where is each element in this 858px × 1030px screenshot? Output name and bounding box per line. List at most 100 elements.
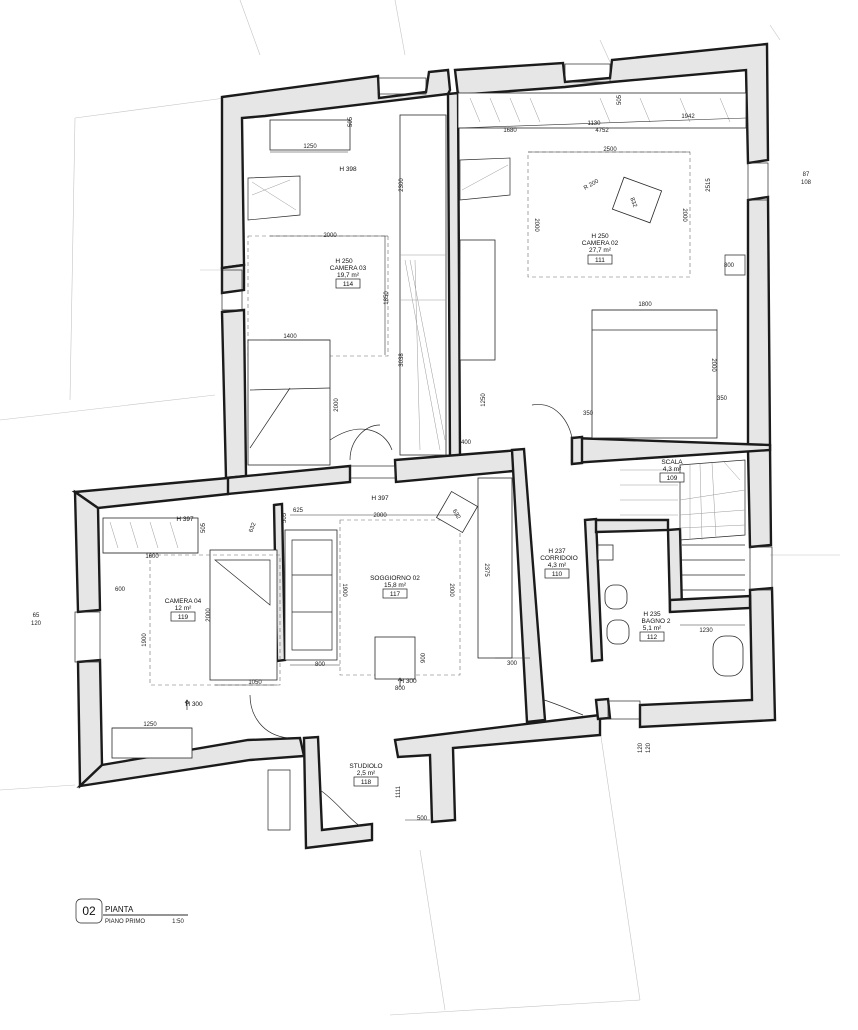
dim-label: 800	[315, 662, 326, 668]
room-scala: SCALA 4,3 m² 109	[659, 459, 685, 483]
wc	[604, 584, 628, 610]
wall-camera02-east	[746, 195, 772, 449]
washbasin	[712, 635, 744, 677]
wall-bath-east	[746, 445, 773, 549]
room-name: SCALA	[661, 459, 683, 466]
site-lines	[0, 0, 840, 1016]
room-area: 27,7 m²	[589, 247, 612, 254]
camera02-wardrobe	[457, 92, 747, 129]
wall-lower-south	[76, 736, 306, 788]
dim-label: 2000	[206, 608, 212, 622]
dim-label: 600	[115, 587, 126, 593]
wall-camera03-west-lower	[220, 308, 248, 480]
dim-label: 2000	[323, 233, 337, 239]
dim-label: 2300	[399, 178, 405, 192]
dim-label: 632	[249, 521, 258, 533]
room-bagno-2: H 235 BAGNO 2 5,1 m² 112	[639, 611, 671, 642]
room-corridoio: H 237 CORRIDOIO 4,3 m² 110	[540, 548, 578, 579]
room-soggiorno-02: SOGGIORNO 02 15,8 m² 117	[370, 575, 420, 599]
height-marker: H 300	[185, 701, 203, 708]
dim-label: 1230	[699, 628, 713, 634]
room-height: H 250	[591, 233, 609, 240]
room-code: 119	[178, 614, 189, 621]
room-name: CAMERA 03	[330, 265, 367, 272]
wall-corridor-west	[510, 447, 547, 724]
dim-label: 1250	[303, 144, 317, 150]
stair	[620, 459, 746, 591]
dim-label: 1250	[143, 722, 157, 728]
dim-label: 1942	[681, 114, 695, 120]
height-marker: H 398	[339, 166, 357, 173]
walls	[71, 42, 777, 850]
room-area: 2,5 m²	[357, 770, 376, 777]
dim-label: 120	[638, 742, 644, 753]
room-name: STUDIOLO	[349, 763, 382, 770]
room-code: 117	[390, 591, 401, 598]
shower	[597, 544, 614, 561]
dim-label: 120	[31, 621, 42, 627]
dim-label: 2515	[706, 178, 712, 192]
dim-label: 4752	[595, 128, 609, 134]
wall-camera03-west	[220, 263, 246, 295]
room-height: H 237	[548, 548, 566, 555]
dim-label: 65	[33, 613, 40, 619]
title-block: 02 PIANTA PIANO PRIMO 1:50	[75, 898, 188, 925]
room-camera-02: H 250 CAMERA 02 27,7 m² 111	[582, 233, 619, 265]
bidet	[606, 619, 630, 645]
wall-bath-west	[583, 517, 604, 663]
dimension-lines	[103, 117, 747, 821]
camera04-desk	[111, 727, 193, 759]
wall-studiolo-east	[393, 713, 602, 824]
room-name: SOGGIORNO 02	[370, 575, 420, 582]
room-camera-04: CAMERA 04 12 m² 119	[165, 598, 202, 622]
dim-label: 2000	[448, 583, 454, 597]
room-name: BAGNO 2	[642, 618, 671, 625]
wall-stair-north	[594, 518, 670, 534]
dim-label: R 200	[583, 178, 600, 192]
dim-label: 400	[461, 440, 472, 446]
wall-corridor-east	[570, 435, 584, 466]
dim-label: 505	[348, 116, 354, 127]
dim-label: 2000	[334, 398, 340, 412]
sheet-number-box	[75, 898, 103, 924]
room-studiolo: STUDIOLO 2,5 m² 118	[349, 763, 383, 787]
camera02-desk	[459, 239, 496, 361]
dim-label: 2000	[373, 513, 387, 519]
dim-label: 1600	[145, 554, 159, 560]
room-area: 12 m²	[175, 605, 192, 612]
room-height: H 250	[335, 258, 353, 265]
room-name: CAMERA 02	[582, 240, 619, 247]
dim-label: 1111	[396, 785, 402, 798]
sheet-number: 02	[82, 904, 96, 918]
dim-label: 350	[583, 411, 594, 417]
camera03-wardrobe	[399, 114, 447, 456]
dim-label: 2000	[533, 218, 539, 232]
dim-label: 1900	[341, 583, 347, 597]
height-marker: H 397	[371, 495, 389, 502]
dim-label: 2375	[483, 563, 489, 577]
dim-label: 108	[801, 180, 812, 186]
dim-label: 1900	[142, 633, 148, 647]
soggiorno-bookcase	[477, 477, 513, 659]
dim-label: 2000	[681, 208, 687, 222]
wall-studiolo	[302, 735, 374, 850]
room-code: 109	[667, 475, 678, 482]
wall-bath-west-low	[594, 697, 612, 721]
room-labels: H 250 CAMERA 03 19,7 m² 114 H 250 CAMERA…	[165, 166, 685, 787]
dim-label: 350	[717, 396, 728, 402]
drawing-subtitle: PIANO PRIMO	[105, 919, 145, 925]
room-name: CORRIDOIO	[540, 555, 578, 562]
dim-label: 625	[293, 508, 304, 514]
dim-label: 505	[282, 512, 288, 523]
soggiorno-chair	[435, 490, 479, 534]
dimension-labels: 1250 505 2300 2000 1850 1400 2000 3038 1…	[31, 94, 812, 822]
soggiorno-sofa	[284, 529, 338, 661]
dim-label: 1250	[481, 393, 487, 407]
room-code: 118	[361, 779, 372, 786]
dim-label: 505	[201, 522, 207, 533]
dim-label: 800	[395, 686, 406, 692]
camera03-desk	[269, 119, 351, 151]
room-code: 114	[343, 281, 354, 288]
camera02-armchair	[611, 176, 663, 224]
